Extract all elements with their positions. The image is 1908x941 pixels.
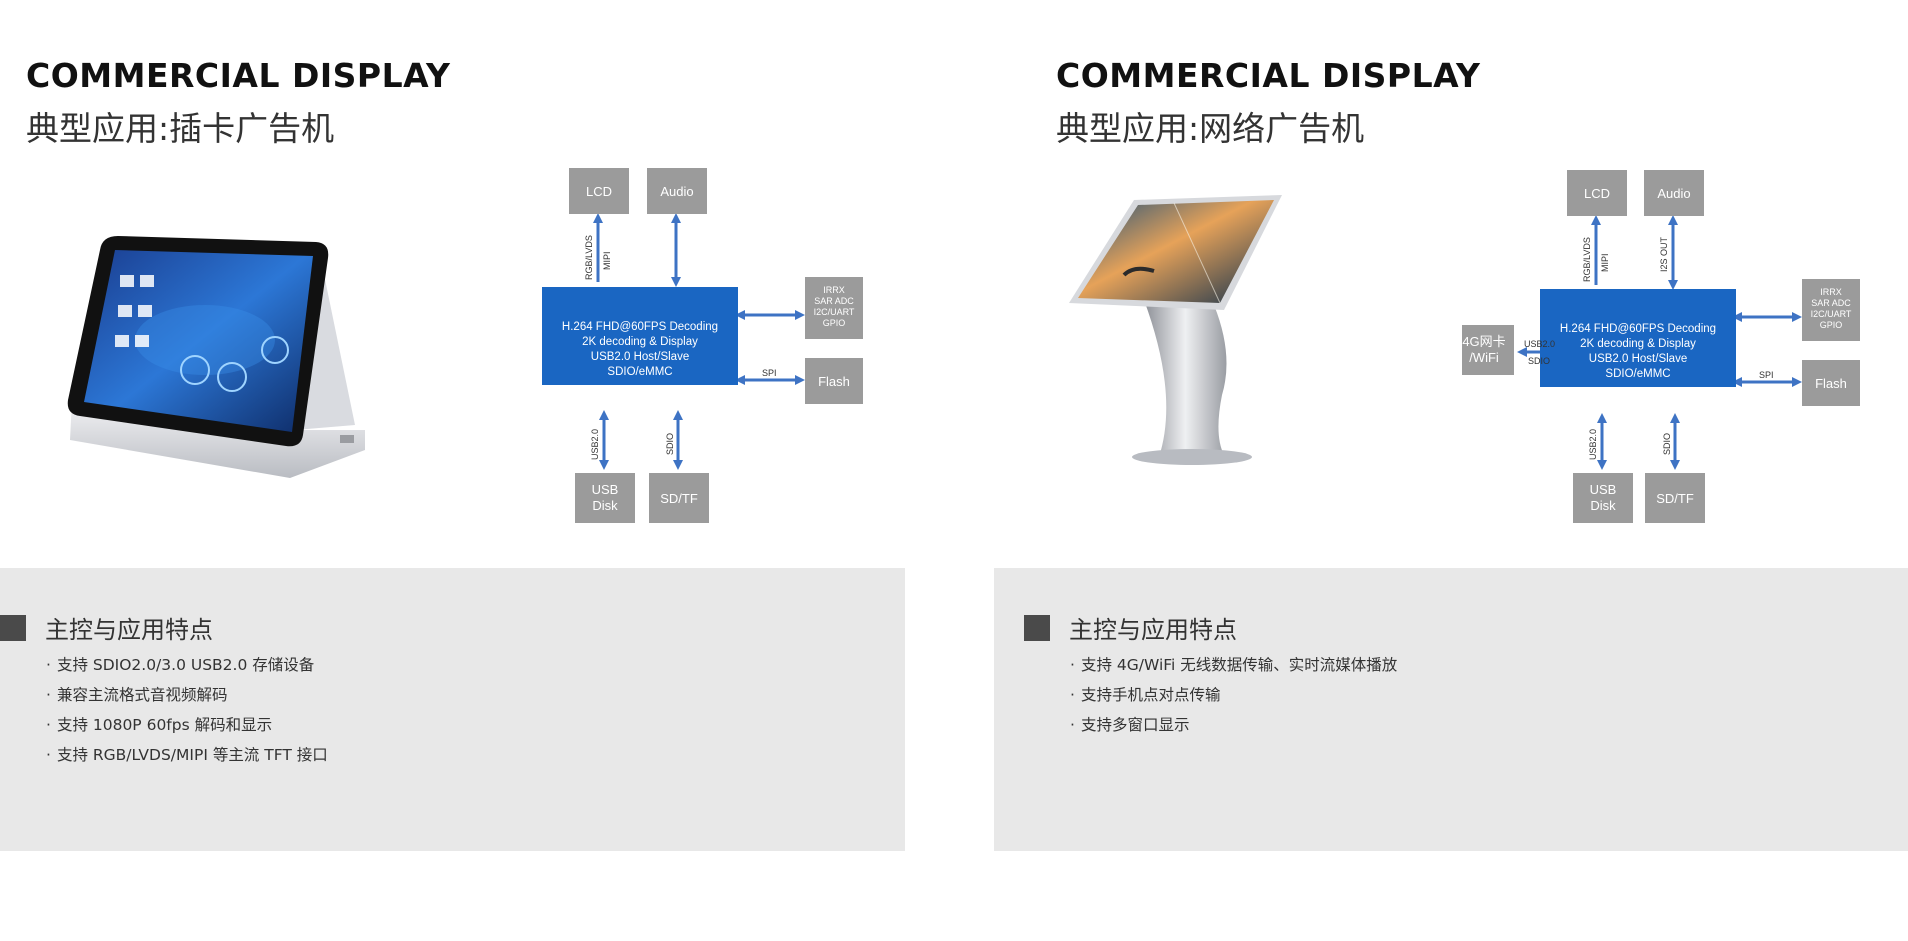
left-panel: COMMERCIAL DISPLAY 典型应用:插卡广告机	[0, 0, 954, 941]
feature-item: 支持 SDIO2.0/3.0 USB2.0 存储设备	[46, 650, 328, 680]
lcd-module: LCD	[569, 168, 629, 214]
spi-label: SPI	[1759, 370, 1774, 380]
usb-disk-module: USB Disk	[575, 473, 635, 523]
spi-label: SPI	[762, 368, 777, 378]
right-feature-list: 支持 4G/WiFi 无线数据传输、实时流媒体播放 支持手机点对点传输 支持多窗…	[1070, 650, 1397, 740]
feature-item: 支持 4G/WiFi 无线数据传输、实时流媒体播放	[1070, 650, 1397, 680]
io-module: IRRX SAR ADC I2C/UART GPIO	[1802, 279, 1860, 341]
audio-module: Audio	[1644, 170, 1704, 216]
flash-module: Flash	[1802, 360, 1860, 406]
lcd-bus-label-2: MIPI	[602, 251, 612, 270]
lcd-module: LCD	[1567, 170, 1627, 216]
flash-label: Flash	[1815, 376, 1847, 391]
left-heading: COMMERCIAL DISPLAY	[26, 56, 451, 95]
tablet-advertising-player-image	[67, 236, 365, 478]
lcd-bus-label-2: MIPI	[1600, 253, 1610, 272]
left-feature-title: 主控与应用特点	[45, 616, 213, 644]
right-feature-header: 主控与应用特点	[1024, 610, 1237, 645]
feature-item: 支持手机点对点传输	[1070, 680, 1397, 710]
usb-bus-label: USB2.0	[590, 429, 600, 460]
lcd-bus-label-1: RGB/LVDS	[1582, 237, 1592, 282]
right-heading: COMMERCIAL DISPLAY	[1056, 56, 1481, 95]
soc-block: H.264 FHD@60FPS Decoding 2K decoding & D…	[542, 287, 738, 385]
feature-item: 支持多窗口显示	[1070, 710, 1397, 740]
io-line-4: GPIO	[823, 318, 846, 328]
flash-label: Flash	[818, 374, 850, 389]
soc-line-4: SDIO/eMMC	[1605, 368, 1670, 380]
usb-line-1: USB	[592, 482, 619, 497]
feature-item: 兼容主流格式音视频解码	[46, 680, 328, 710]
right-feature-panel: 主控与应用特点 支持 4G/WiFi 无线数据传输、实时流媒体播放 支持手机点对…	[994, 568, 1908, 851]
soc-line-1: H.264 FHD@60FPS Decoding	[562, 321, 718, 333]
right-subheading: 典型应用:网络广告机	[1056, 109, 1365, 148]
left-feature-panel: 主控与应用特点 支持 SDIO2.0/3.0 USB2.0 存储设备 兼容主流格…	[0, 568, 905, 851]
usb-bus-label: USB2.0	[1588, 429, 1598, 460]
feature-item: 支持 1080P 60fps 解码和显示	[46, 710, 328, 740]
usb-line-2: Disk	[1590, 498, 1616, 513]
io-line-3: I2C/UART	[1811, 309, 1852, 319]
io-line-1: IRRX	[1820, 287, 1842, 297]
io-line-3: I2C/UART	[814, 307, 855, 317]
right-block-diagram: LCD Audio RGB/LVDS MIPI I2S OUT H.264 FH…	[1462, 170, 1860, 523]
wifi-bus-label-1: USB2.0	[1524, 339, 1555, 349]
io-line-2: SAR ADC	[1811, 298, 1851, 308]
audio-label: Audio	[660, 184, 693, 199]
soc-block: H.264 FHD@60FPS Decoding 2K decoding & D…	[1540, 289, 1736, 387]
flash-module: Flash	[805, 358, 863, 404]
sd-label: SD/TF	[1656, 491, 1694, 506]
kiosk-advertising-stand-image	[1069, 195, 1282, 465]
io-line-4: GPIO	[1820, 320, 1843, 330]
lcd-label: LCD	[586, 184, 612, 199]
soc-line-3: USB2.0 Host/Slave	[591, 351, 689, 363]
sd-bus-label: SDIO	[665, 433, 675, 455]
wifi-line-1: 4G网卡	[1462, 334, 1505, 349]
soc-line-1: H.264 FHD@60FPS Decoding	[1560, 323, 1716, 335]
wifi-bus-label-2: SDIO	[1528, 356, 1550, 366]
soc-line-2: 2K decoding & Display	[1580, 338, 1696, 350]
soc-line-3: USB2.0 Host/Slave	[1589, 353, 1687, 365]
io-line-2: SAR ADC	[814, 296, 854, 306]
usb-line-1: USB	[1590, 482, 1617, 497]
right-panel: COMMERCIAL DISPLAY 典型应用:网络广告机	[954, 0, 1908, 941]
wifi-line-2: /WiFi	[1469, 350, 1499, 365]
right-feature-title: 主控与应用特点	[1069, 616, 1237, 644]
usb-disk-module: USB Disk	[1573, 473, 1633, 523]
sd-label: SD/TF	[660, 491, 698, 506]
soc-line-2: 2K decoding & Display	[582, 336, 698, 348]
sd-bus-label: SDIO	[1662, 433, 1672, 455]
sd-module: SD/TF	[1645, 473, 1705, 523]
left-feature-header: 主控与应用特点	[0, 610, 213, 645]
left-subheading: 典型应用:插卡广告机	[26, 109, 335, 148]
audio-label: Audio	[1657, 186, 1690, 201]
left-feature-list: 支持 SDIO2.0/3.0 USB2.0 存储设备 兼容主流格式音视频解码 支…	[46, 650, 328, 770]
io-module: IRRX SAR ADC I2C/UART GPIO	[805, 277, 863, 339]
wifi-module: 4G网卡 /WiFi	[1462, 325, 1514, 375]
audio-module: Audio	[647, 168, 707, 214]
soc-line-4: SDIO/eMMC	[607, 366, 672, 378]
usb-line-2: Disk	[592, 498, 618, 513]
lcd-bus-label-1: RGB/LVDS	[584, 235, 594, 280]
sd-module: SD/TF	[649, 473, 709, 523]
square-bullet-icon	[1024, 614, 1050, 641]
lcd-label: LCD	[1584, 186, 1610, 201]
io-line-1: IRRX	[823, 285, 845, 295]
audio-bus-label: I2S OUT	[1659, 236, 1669, 272]
left-block-diagram: LCD Audio RGB/LVDS MIPI H.264 FHD@60FPS …	[542, 168, 863, 523]
feature-item: 支持 RGB/LVDS/MIPI 等主流 TFT 接口	[46, 740, 328, 770]
square-bullet-icon	[0, 614, 26, 641]
